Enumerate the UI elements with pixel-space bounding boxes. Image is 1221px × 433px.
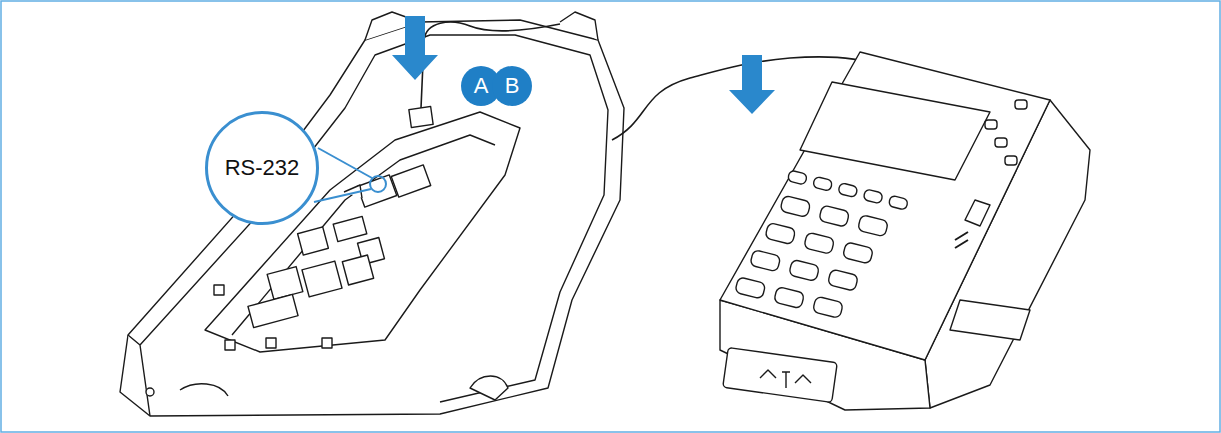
- cable: [421, 22, 880, 140]
- node-label: RS-232: [225, 155, 300, 181]
- payment-terminal: [120, 12, 624, 416]
- node-label: B: [505, 73, 520, 99]
- down-arrow: [729, 55, 775, 114]
- down-arrow: [392, 16, 438, 80]
- pin-pad: [720, 52, 1090, 410]
- node-label: A: [474, 73, 489, 99]
- callout-leader: [314, 148, 386, 202]
- callout-letter: B: [492, 66, 532, 106]
- magnifier-callout: RS-232: [205, 111, 319, 225]
